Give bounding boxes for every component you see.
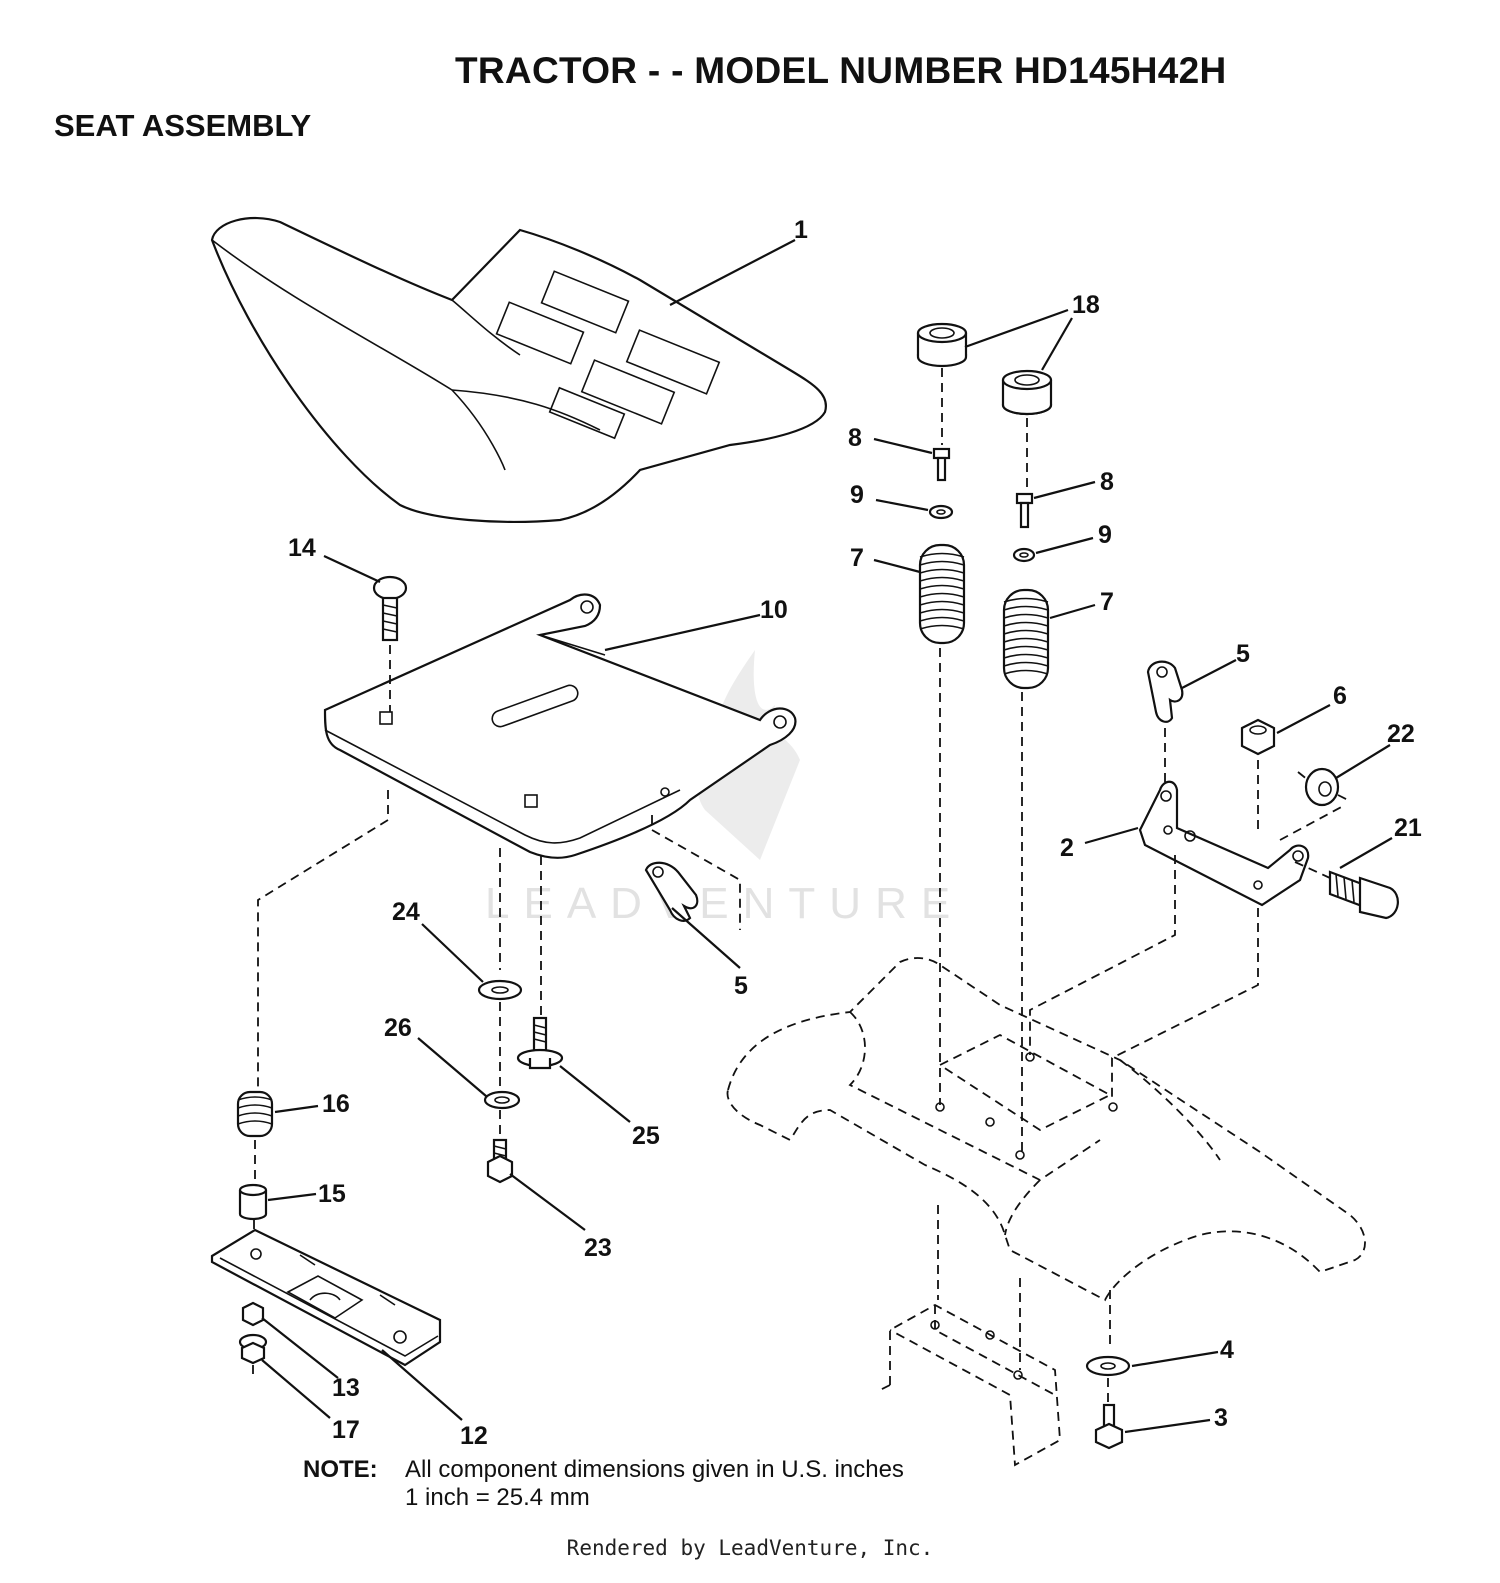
part-lock-nut xyxy=(241,1301,265,1327)
note-line-2: 1 inch = 25.4 mm xyxy=(405,1484,590,1511)
part-hex-nut xyxy=(1240,718,1276,756)
part-clip-right xyxy=(1146,660,1184,723)
callout-9b: 9 xyxy=(1098,521,1112,549)
part-washer-right xyxy=(1012,547,1036,563)
part-bumper-right xyxy=(1001,369,1053,416)
part-lower-frame-reference xyxy=(879,1303,1061,1467)
part-spring-left xyxy=(918,543,966,645)
callout-3: 3 xyxy=(1214,1404,1228,1432)
callout-7a: 7 xyxy=(850,544,864,572)
callout-15: 15 xyxy=(318,1180,346,1208)
part-bracket xyxy=(1138,780,1310,907)
part-screw-right xyxy=(1015,492,1034,529)
part-carriage-bolt xyxy=(372,575,408,642)
callout-14: 14 xyxy=(288,534,316,562)
part-flange-nut xyxy=(1304,767,1340,807)
part-bolt-lower xyxy=(1094,1403,1124,1450)
note-text: All component dimensions given in U.S. i… xyxy=(405,1456,904,1512)
callout-23: 23 xyxy=(584,1234,612,1262)
section-title: SEAT ASSEMBLY xyxy=(54,108,312,143)
callout-5a: 5 xyxy=(1236,640,1250,668)
footer-credit: Rendered by LeadVenture, Inc. xyxy=(566,1536,934,1560)
part-clip-left xyxy=(644,861,699,922)
part-seat xyxy=(210,216,828,523)
part-flange-bolt-25 xyxy=(516,1016,564,1070)
part-flat-washer xyxy=(1085,1355,1131,1377)
callout-12: 12 xyxy=(460,1422,488,1450)
part-washer-left xyxy=(928,504,954,520)
part-seat-plate xyxy=(210,1228,442,1367)
part-hex-bolt xyxy=(1328,870,1399,920)
part-fender-frame-reference xyxy=(726,957,1366,1302)
part-bumper-left xyxy=(916,322,968,368)
callout-5b: 5 xyxy=(734,972,748,1000)
callout-22: 22 xyxy=(1387,720,1415,748)
callout-18: 18 xyxy=(1072,291,1100,319)
note-line-1: All component dimensions given in U.S. i… xyxy=(405,1456,904,1483)
part-seat-pan xyxy=(323,593,797,859)
note-block: NOTE: All component dimensions given in U… xyxy=(303,1456,904,1512)
callout-21: 21 xyxy=(1394,814,1422,842)
callout-6: 6 xyxy=(1333,682,1347,710)
callout-16: 16 xyxy=(322,1090,350,1118)
callout-25: 25 xyxy=(632,1122,660,1150)
callout-26: 26 xyxy=(384,1014,412,1042)
part-hex-bolt-23 xyxy=(486,1138,514,1184)
callout-4: 4 xyxy=(1220,1336,1234,1364)
exploded-parts-diagram: LEADVENTURE 1 10 14 xyxy=(210,216,1422,1467)
callout-8a: 8 xyxy=(848,424,862,452)
callout-8b: 8 xyxy=(1100,468,1114,496)
callout-10: 10 xyxy=(760,596,788,624)
callout-24: 24 xyxy=(392,898,420,926)
callout-17: 17 xyxy=(332,1416,360,1444)
part-spacer xyxy=(238,1183,268,1221)
callout-2: 2 xyxy=(1060,834,1074,862)
part-washer-24 xyxy=(477,979,523,1001)
part-flange-washer-nut xyxy=(238,1333,268,1365)
part-screw-left xyxy=(932,447,951,482)
part-spring-right xyxy=(1002,588,1050,690)
callout-7b: 7 xyxy=(1100,588,1114,616)
callout-13: 13 xyxy=(332,1374,360,1402)
note-label: NOTE: xyxy=(303,1456,378,1483)
part-small-spring xyxy=(236,1090,274,1138)
watermark-text: LEADVENTURE xyxy=(485,879,964,928)
page-title: TRACTOR - - MODEL NUMBER HD145H42H xyxy=(455,50,1227,91)
part-washer-26 xyxy=(483,1090,521,1110)
callout-1: 1 xyxy=(794,216,808,244)
callout-9a: 9 xyxy=(850,481,864,509)
